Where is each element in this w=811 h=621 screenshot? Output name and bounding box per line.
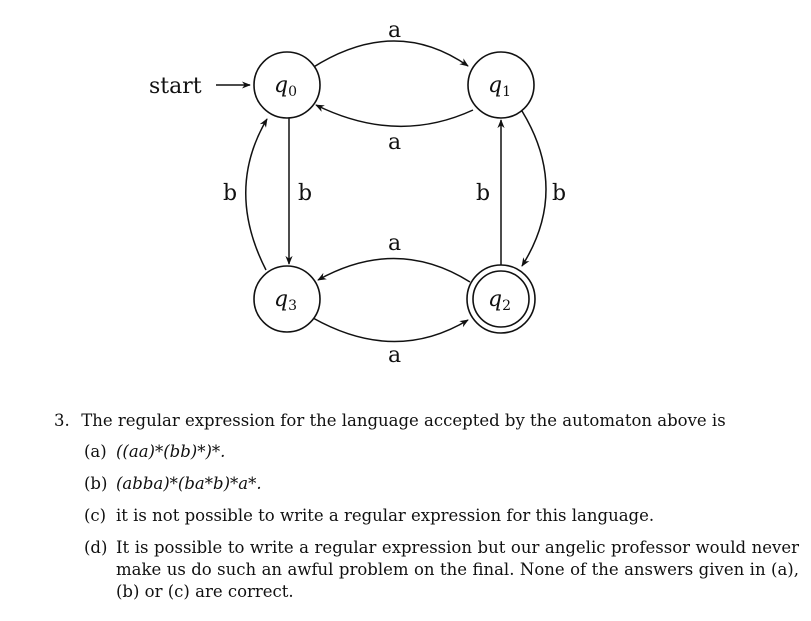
svg-text:q3: q3 bbox=[274, 287, 297, 314]
option-a: (a) ((aa)*(bb)*)*. bbox=[54, 441, 799, 463]
edge-label-q3-q0: b bbox=[223, 181, 237, 206]
option-d-text: It is possible to write a regular expres… bbox=[116, 538, 799, 601]
option-b: (b) (abba)*(ba*b)*a*. bbox=[54, 473, 799, 495]
state-q0: q0 bbox=[253, 51, 321, 119]
edge-q3-q0 bbox=[245, 118, 268, 271]
edge-label-q0-q1: a bbox=[388, 18, 401, 43]
option-c: (c) it is not possible to write a regula… bbox=[54, 505, 799, 527]
edge-label-q1-q2: b bbox=[552, 181, 566, 206]
edge-q1-q0 bbox=[315, 104, 474, 128]
start-label: start bbox=[149, 74, 202, 99]
option-b-text: (abba)*(ba*b)*a*. bbox=[116, 474, 262, 493]
edge-label-q3-q2: a bbox=[388, 343, 401, 368]
edge-label-q1-q0: a bbox=[388, 130, 401, 155]
edge-q0-q1 bbox=[311, 40, 469, 69]
svg-text:q0: q0 bbox=[274, 73, 297, 100]
edge-q3-q2 bbox=[312, 317, 469, 343]
edge-q2-q3 bbox=[317, 257, 471, 283]
option-b-label: (b) bbox=[84, 474, 108, 493]
edge-q1-q2 bbox=[521, 110, 547, 267]
option-a-text: ((aa)*(bb)*)*. bbox=[116, 442, 226, 461]
state-q1: q1 bbox=[467, 51, 535, 119]
question-number: 3. bbox=[54, 411, 70, 430]
edge-label-q0-q3: b bbox=[298, 181, 312, 206]
svg-text:q2: q2 bbox=[488, 287, 511, 314]
option-c-text: it is not possible to write a regular ex… bbox=[116, 506, 655, 525]
edge-label-q2-q1: b bbox=[476, 181, 490, 206]
svg-text:q1: q1 bbox=[488, 73, 511, 100]
edge-label-q2-q3: a bbox=[388, 231, 401, 256]
automaton-diagram: start a a b b b b a a q0 q1 q3 q2 bbox=[149, 18, 566, 368]
option-a-label: (a) bbox=[84, 442, 107, 461]
question-stem: 3. The regular expression for the langua… bbox=[54, 410, 799, 432]
state-q2-accepting: q2 bbox=[466, 264, 536, 334]
option-d: (d) It is possible to write a regular ex… bbox=[54, 537, 799, 603]
option-d-label: (d) bbox=[84, 538, 108, 557]
question-block: 3. The regular expression for the langua… bbox=[54, 410, 799, 613]
question-text: The regular expression for the language … bbox=[81, 411, 726, 430]
state-q3: q3 bbox=[253, 265, 321, 333]
option-c-label: (c) bbox=[84, 506, 107, 525]
